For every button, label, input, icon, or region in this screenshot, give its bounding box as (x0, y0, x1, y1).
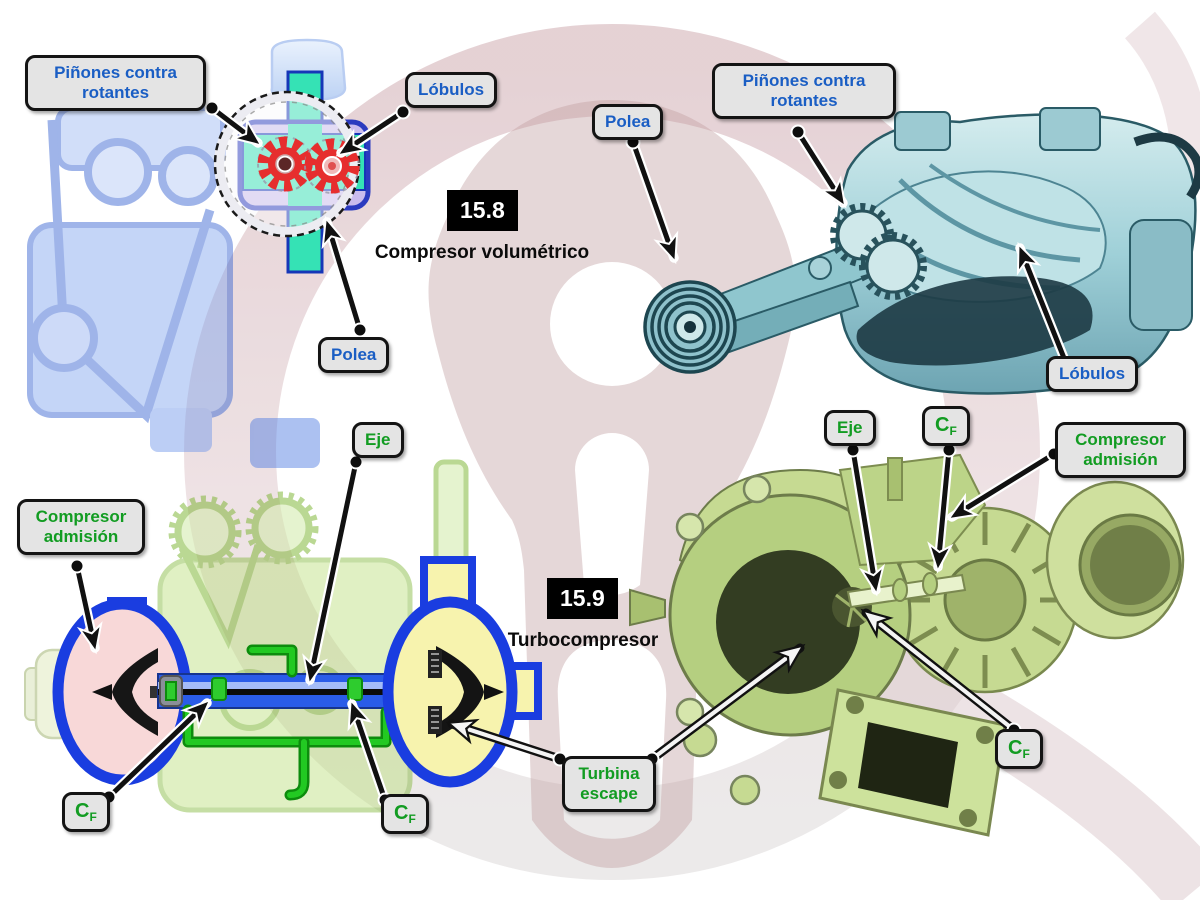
callout-lobulos-photo: Lóbulos (1046, 356, 1139, 393)
arrow-compresor-admision-right (946, 446, 1062, 522)
callout-compresor-admision-photo: Compresor admisión (1055, 422, 1186, 479)
supercharger-photo (643, 107, 1200, 395)
arrow-cf-right-2 (860, 608, 1022, 738)
callout-turbina-escape: Turbina escape (562, 756, 656, 813)
callout-arrows (69, 100, 1076, 808)
arrow-eje-left (302, 454, 364, 687)
figure-caption-15-9: Turbocompresor (507, 630, 659, 651)
figure-caption-15-8: Compresor volumétrico (374, 242, 590, 263)
cf-symbol: C (394, 802, 409, 824)
arrow-pinones-left (204, 100, 264, 148)
arrow-polea-left (321, 215, 368, 338)
arrow-eje-right (845, 442, 886, 597)
compressor-schematic (213, 38, 371, 274)
callout-cf-schematic-2: CF (381, 794, 429, 835)
cf-subscript: F (408, 812, 416, 826)
callout-cf-photo-1: CF (922, 406, 970, 447)
arrow-cf-left-2 (347, 697, 393, 808)
cf-subscript: F (1022, 747, 1030, 761)
cf-symbol: C (1008, 737, 1023, 759)
arrow-cf-left-1 (101, 698, 212, 805)
arrow-compresor-admision-left (69, 558, 103, 655)
cf-symbol: C (935, 414, 950, 436)
arrow-turbina-escape-to-schematic (445, 718, 568, 767)
arrow-pinones-right (790, 124, 848, 209)
figure-number-15-9: 15.9 (547, 578, 618, 619)
callout-compresor-admision-schematic: Compresor admisión (17, 499, 145, 556)
callout-eje-schematic: Eje (352, 422, 404, 459)
arrow-lobulos-right (1015, 241, 1076, 376)
cf-subscript: F (89, 810, 97, 824)
arrow-turbina-escape-to-photo (644, 643, 806, 767)
faded-engine-blue (27, 105, 320, 468)
callout-lobulos-schematic: Lóbulos (405, 72, 498, 109)
callout-pinones-contra-rotantes-photo: Piñones contra rotantes (712, 63, 896, 120)
callout-cf-photo-2: CF (995, 729, 1043, 770)
arrow-lobulos-left (335, 104, 411, 158)
figure-number-15-8: 15.8 (447, 190, 518, 231)
cf-symbol: C (75, 800, 90, 822)
callout-pinones-contra-rotantes-schematic: Piñones contra rotantes (25, 55, 206, 112)
callout-eje-photo: Eje (824, 410, 876, 447)
callout-polea-photo: Polea (592, 104, 664, 141)
cf-subscript: F (949, 424, 957, 438)
arrow-polea-right (625, 134, 679, 265)
callout-cf-schematic-1: CF (62, 792, 110, 833)
callout-polea-schematic: Polea (318, 337, 390, 374)
